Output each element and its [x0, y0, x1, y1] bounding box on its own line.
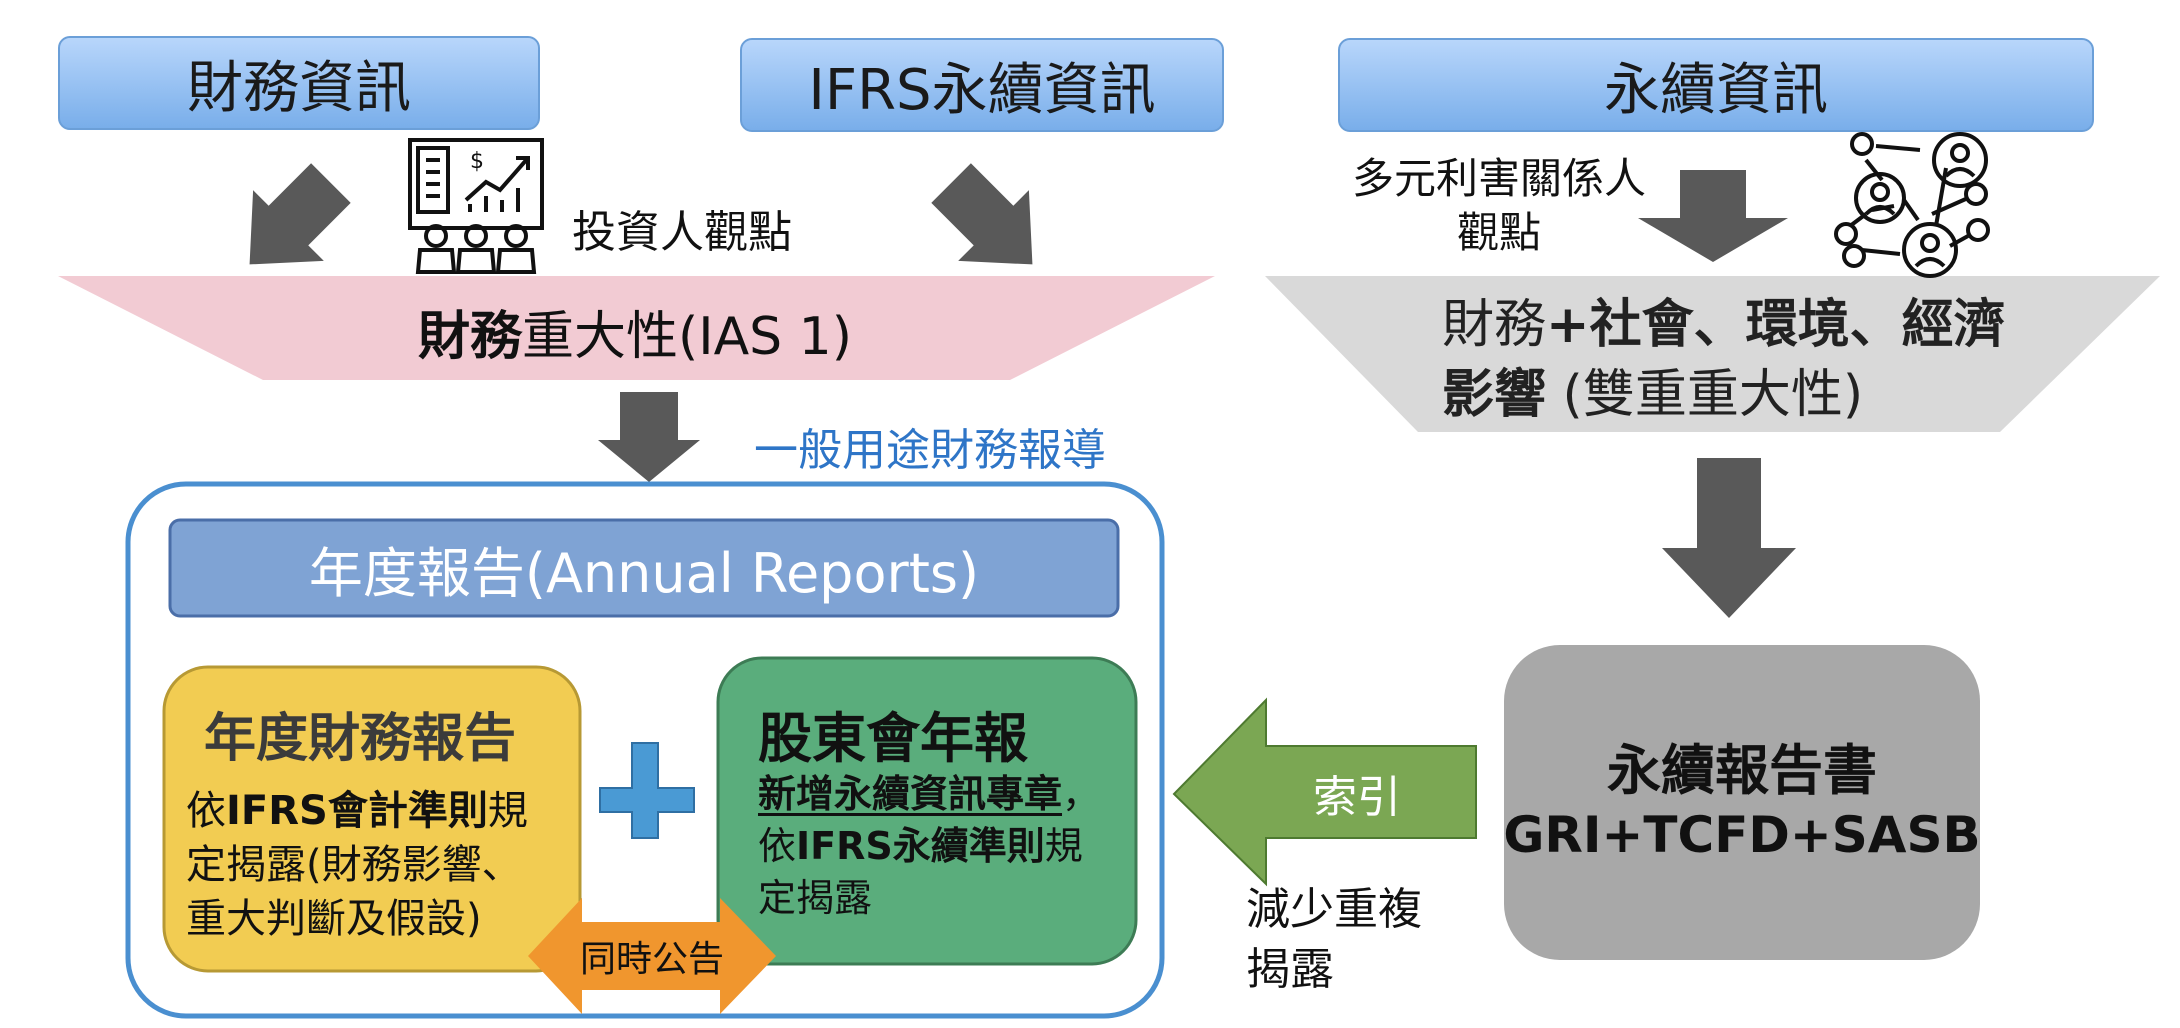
arrow-down-to-annual: [598, 392, 700, 482]
stakeholder-line-2: 觀點: [1456, 208, 1541, 257]
fin-report-body: 依IFRS會計準則規 定揭露(財務影響、 重大判斷及假設): [186, 784, 528, 946]
materiality-bold: 財務: [417, 306, 522, 367]
fin-report-line-3: 重大判斷及假設): [186, 896, 482, 942]
fin-report-line-2: 定揭露(財務影響、: [186, 842, 522, 888]
plus-sign: [599, 742, 695, 839]
svg-text:$: $: [470, 149, 484, 174]
investor-view-text: 投資人觀點: [572, 207, 792, 258]
simultaneous-label: 同時公告: [579, 939, 724, 980]
shareholder-title: 股東會年報: [758, 707, 1028, 770]
sustain-info-header: 永續資訊: [1338, 38, 2094, 132]
simultaneous-arrow: [528, 898, 776, 1014]
arrow-down-right: [249, 163, 351, 265]
reduce-line-1: 減少重複: [1246, 884, 1422, 935]
sustain-info-label: 永續資訊: [1604, 57, 1828, 123]
double-materiality-label: 財務+社會、環境、經濟 影響 (雙重重大性): [1442, 290, 2006, 430]
arrow-down-stakeholder: [1638, 170, 1788, 262]
reduce-line-2: 揭露: [1246, 944, 1334, 995]
sustainability-report-box: [1504, 645, 1980, 960]
stakeholder-line-1: 多元利害關係人: [1351, 154, 1646, 203]
report-standards: GRI+TCFD+SASB: [1503, 806, 1981, 864]
arrow-down-to-report: [1662, 458, 1796, 618]
double-materiality-funnel: [1265, 276, 2160, 432]
materiality-rest: 重大性(IAS 1): [521, 306, 853, 367]
shareholder-line-1: 新增永續資訊專章，: [758, 772, 1101, 816]
stakeholder-network-icon: [1834, 132, 1990, 278]
arrow-down-left: [931, 163, 1033, 265]
fin-report-line-1: 依IFRS會計準則規: [186, 788, 528, 834]
double-materiality-line-1: 財務+社會、環境、經濟: [1442, 295, 2006, 355]
reduce-duplicate-text: 減少重複 揭露: [1246, 880, 1422, 1000]
index-arrow: [1172, 697, 1477, 887]
double-materiality-line-2: 影響 (雙重重大性): [1442, 365, 1864, 425]
annual-report-label: 年度報告(Annual Reports): [308, 541, 980, 605]
shareholder-body: 新增永續資訊專章， 依IFRS永續準則規 定揭露: [758, 768, 1100, 924]
investor-icon: $: [408, 138, 544, 274]
general-purpose-label: 一般用途財務報導: [754, 425, 1106, 476]
financial-materiality-label: 財務重大性(IAS 1): [260, 296, 1010, 367]
index-label: 索引: [1313, 772, 1401, 823]
ifrs-info-header: IFRS永續資訊: [740, 38, 1224, 132]
financial-info-label: 財務資訊: [187, 55, 411, 121]
stakeholder-view-text: 多元利害關係人 觀點: [1334, 152, 1664, 260]
report-title: 永續報告書: [1607, 738, 1877, 802]
shareholder-report-box: [716, 656, 1138, 966]
financial-materiality-funnel: [58, 276, 1215, 380]
financial-report-box: [162, 665, 582, 973]
annual-report-bar: [168, 518, 1120, 618]
fin-report-title: 年度財務報告: [204, 709, 517, 769]
shareholder-line-3: 定揭露: [758, 876, 873, 920]
financial-info-header: 財務資訊: [58, 36, 540, 130]
shareholder-line-2: 依IFRS永續準則規: [758, 824, 1083, 868]
ifrs-info-label: IFRS永續資訊: [808, 57, 1156, 123]
